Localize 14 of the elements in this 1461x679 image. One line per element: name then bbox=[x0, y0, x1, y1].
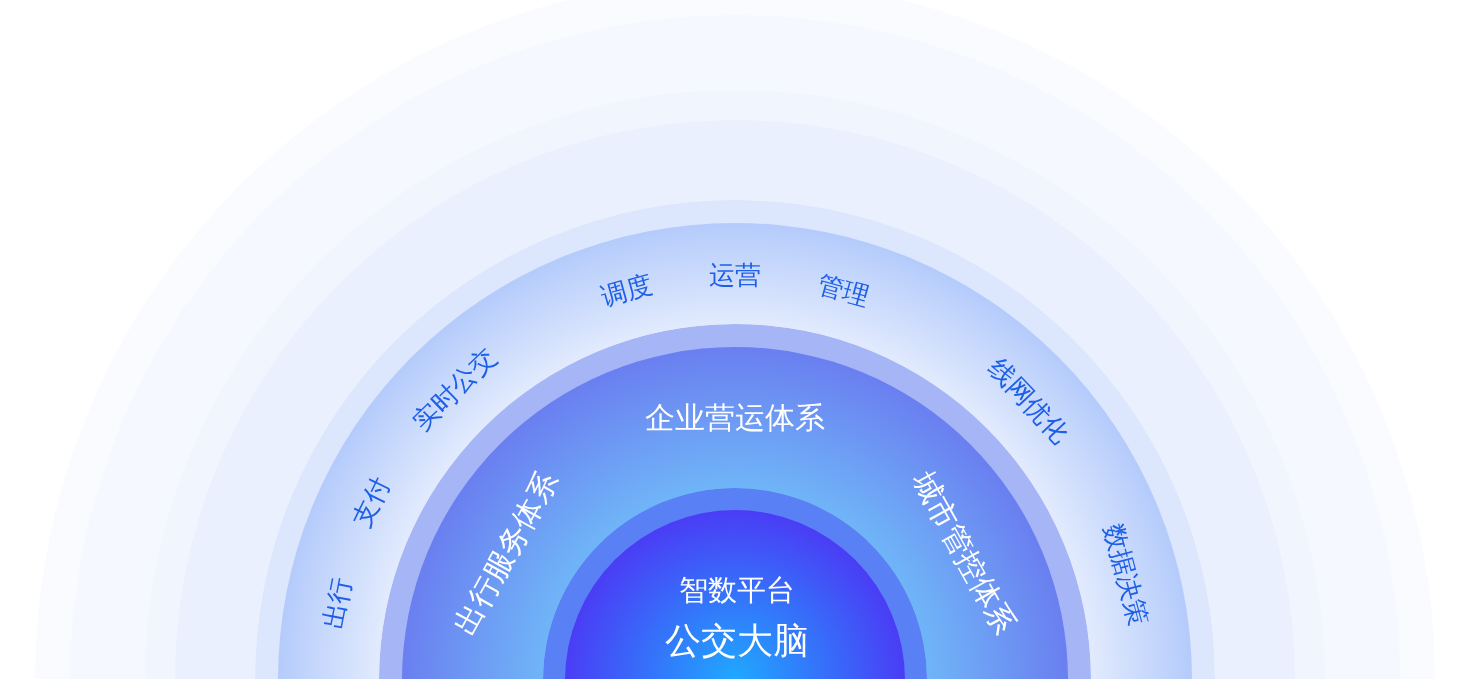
core-title: 公交大脑 bbox=[665, 623, 809, 659]
ring-label: 支付 bbox=[347, 473, 395, 532]
ring-label: 管理 bbox=[814, 270, 872, 310]
ring-label: 运营 bbox=[709, 262, 761, 288]
ring-label: 出行 bbox=[319, 574, 356, 631]
core-subtitle: 智数平台 bbox=[679, 575, 795, 605]
ring-label: 实时公交 bbox=[407, 343, 501, 435]
ring-band bbox=[255, 200, 1215, 679]
ring-label: 企业营运体系 bbox=[645, 403, 825, 433]
ring-label: 城市管控体系 bbox=[907, 467, 1021, 639]
ring-label: 数据决策 bbox=[1100, 521, 1153, 629]
ring-label: 线网优化 bbox=[983, 354, 1074, 448]
ring-label: 出行服务体系 bbox=[449, 467, 563, 639]
ring-label: 调度 bbox=[598, 270, 656, 310]
